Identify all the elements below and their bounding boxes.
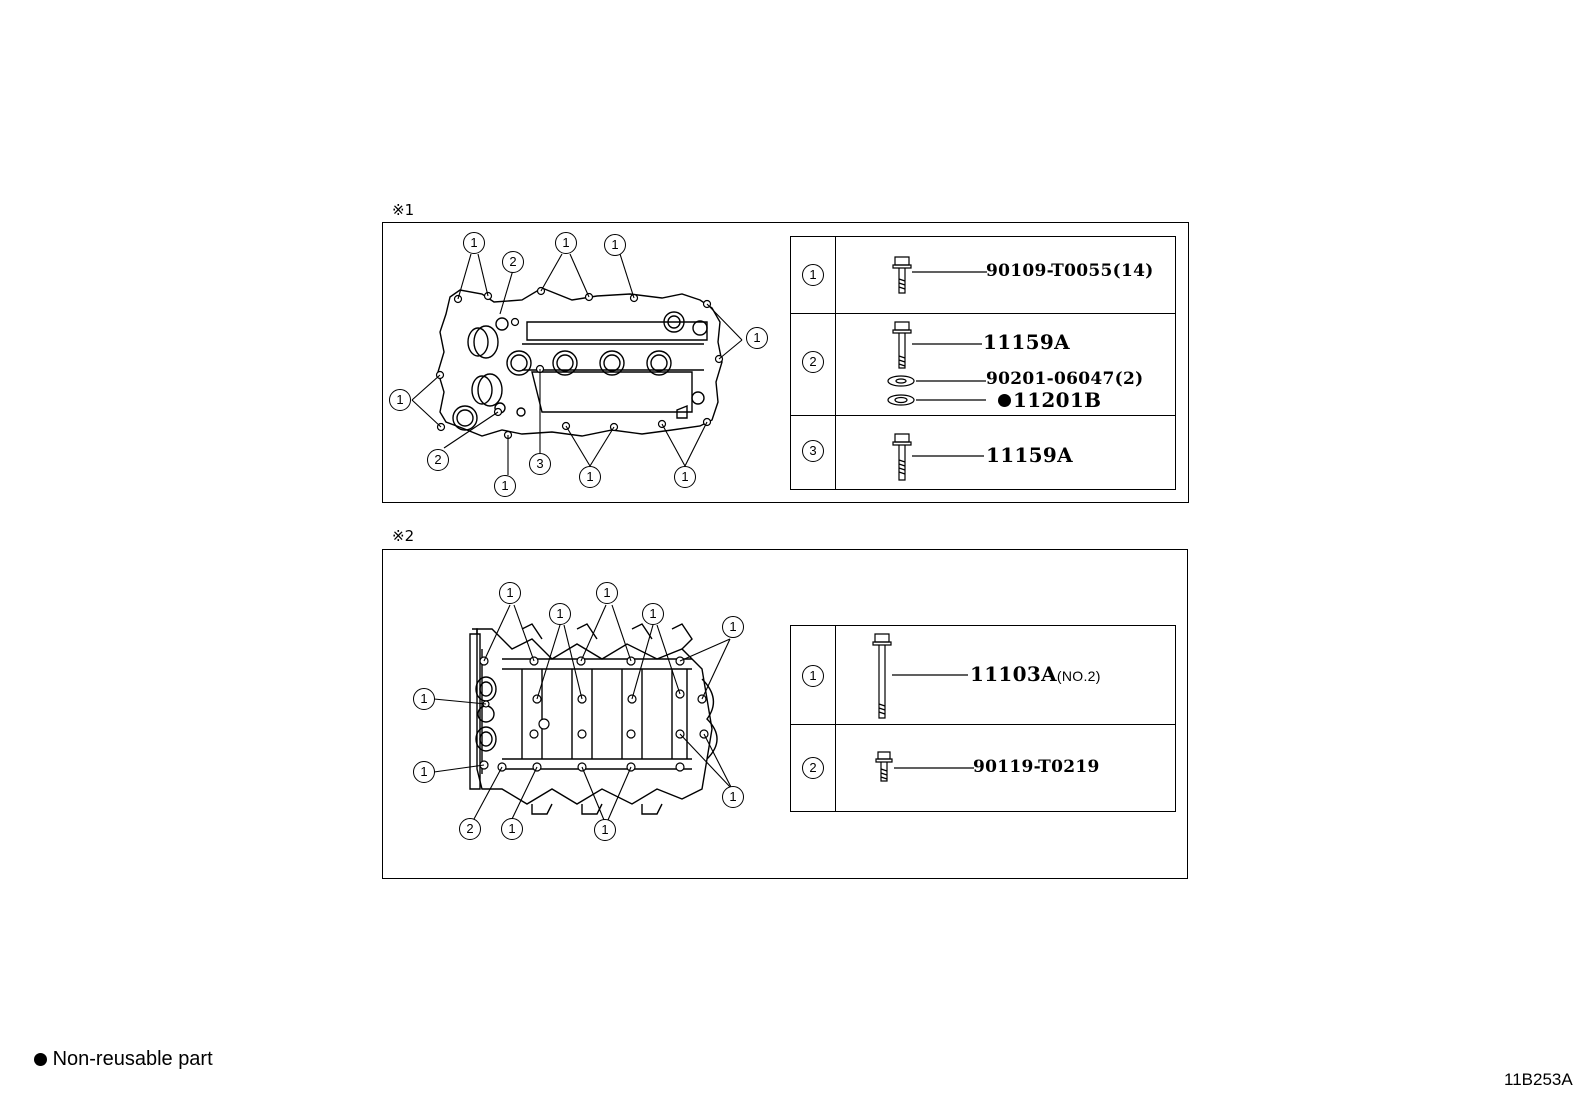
parts-row: 1 11103A(NO.2): [790, 625, 1176, 725]
callout-1: 1: [501, 818, 523, 840]
callout-1: 1: [746, 327, 768, 349]
callout-1: 1: [499, 582, 521, 604]
legend-text: Non-reusable part: [52, 1048, 213, 1070]
section-2-mark: ※2: [392, 527, 415, 545]
part-number-suffix: (NO.2): [1056, 668, 1101, 684]
row-number-cell: 2: [790, 724, 836, 812]
callout-1: 1: [579, 466, 601, 488]
section-1-parts-table: 1 90109-T0055(14) 2 11159A 90201-06047(2…: [790, 236, 1176, 490]
part-number: 11201B: [1013, 388, 1102, 412]
bolt-icon: [875, 751, 893, 782]
row-number-cell: 3: [790, 415, 836, 490]
parts-row: 1 90109-T0055(14): [790, 236, 1176, 314]
leader-line: [912, 343, 982, 345]
part-number: 11103A(NO.2): [970, 662, 1101, 686]
parts-cell: 90119-T0219: [835, 724, 1176, 812]
parts-row: 2 11159A 90201-06047(2) 11201B: [790, 313, 1176, 416]
parts-cell: 11159A 90201-06047(2) 11201B: [835, 313, 1176, 416]
row-number: 2: [802, 351, 824, 373]
legend: Non-reusable part: [34, 1048, 213, 1071]
callout-2: 2: [502, 251, 524, 273]
callout-1: 1: [642, 603, 664, 625]
row-number: 3: [802, 440, 824, 462]
callout-1: 1: [722, 616, 744, 638]
callout-3: 3: [529, 453, 551, 475]
callout-1: 1: [722, 786, 744, 808]
part-number: 11159A: [986, 443, 1073, 467]
bolt-icon: [892, 321, 912, 369]
section-1-mark: ※1: [392, 201, 415, 219]
callout-1: 1: [463, 232, 485, 254]
callout-2: 2: [459, 818, 481, 840]
part-number: 90119-T0219: [973, 757, 1100, 777]
parts-row: 3 11159A: [790, 415, 1176, 490]
section-2-frame: [382, 549, 1188, 879]
filled-dot-icon: [34, 1053, 47, 1066]
leader-line: [894, 767, 974, 769]
part-number: 90109-T0055(14): [986, 261, 1154, 281]
part-number: 11159A: [983, 330, 1070, 354]
callout-1: 1: [413, 761, 435, 783]
leader-line: [912, 455, 984, 457]
callout-1: 1: [594, 819, 616, 841]
section-1-frame: [382, 222, 1189, 503]
row-number-cell: 2: [790, 313, 836, 416]
part-number: 90201-06047(2): [986, 369, 1144, 389]
row-number: 2: [802, 757, 824, 779]
parts-cell: 90109-T0055(14): [835, 236, 1176, 314]
row-number: 1: [802, 264, 824, 286]
cylinder-head-cover-diagram: [411, 253, 743, 475]
leader-line: [916, 399, 986, 401]
leader-line: [892, 674, 968, 676]
part-number-main: 11103A: [970, 662, 1057, 686]
callout-1: 1: [674, 466, 696, 488]
callout-1: 1: [596, 582, 618, 604]
row-number: 1: [802, 665, 824, 687]
cylinder-head-diagram: [433, 604, 733, 821]
parts-row: 2 90119-T0219: [790, 724, 1176, 812]
bolt-icon: [892, 433, 912, 481]
parts-cell: 11159A: [835, 415, 1176, 490]
callout-1: 1: [555, 232, 577, 254]
callout-1: 1: [413, 688, 435, 710]
callout-1: 1: [604, 234, 626, 256]
bolt-icon: [872, 633, 892, 719]
washer-icon: [887, 375, 915, 387]
callout-2: 2: [427, 449, 449, 471]
image-id: 11B253A: [1504, 1070, 1573, 1089]
row-number-cell: 1: [790, 236, 836, 314]
callout-1: 1: [549, 603, 571, 625]
leader-line: [912, 271, 987, 273]
bolt-icon: [892, 256, 912, 294]
row-number-cell: 1: [790, 625, 836, 725]
non-reusable-dot-icon: [998, 394, 1011, 407]
gasket-icon: [887, 394, 915, 406]
callout-1: 1: [389, 389, 411, 411]
section-2-parts-table: 1 11103A(NO.2) 2 90119-T0219: [790, 625, 1176, 812]
parts-cell: 11103A(NO.2): [835, 625, 1176, 725]
leader-line: [916, 380, 986, 382]
callout-1: 1: [494, 475, 516, 497]
